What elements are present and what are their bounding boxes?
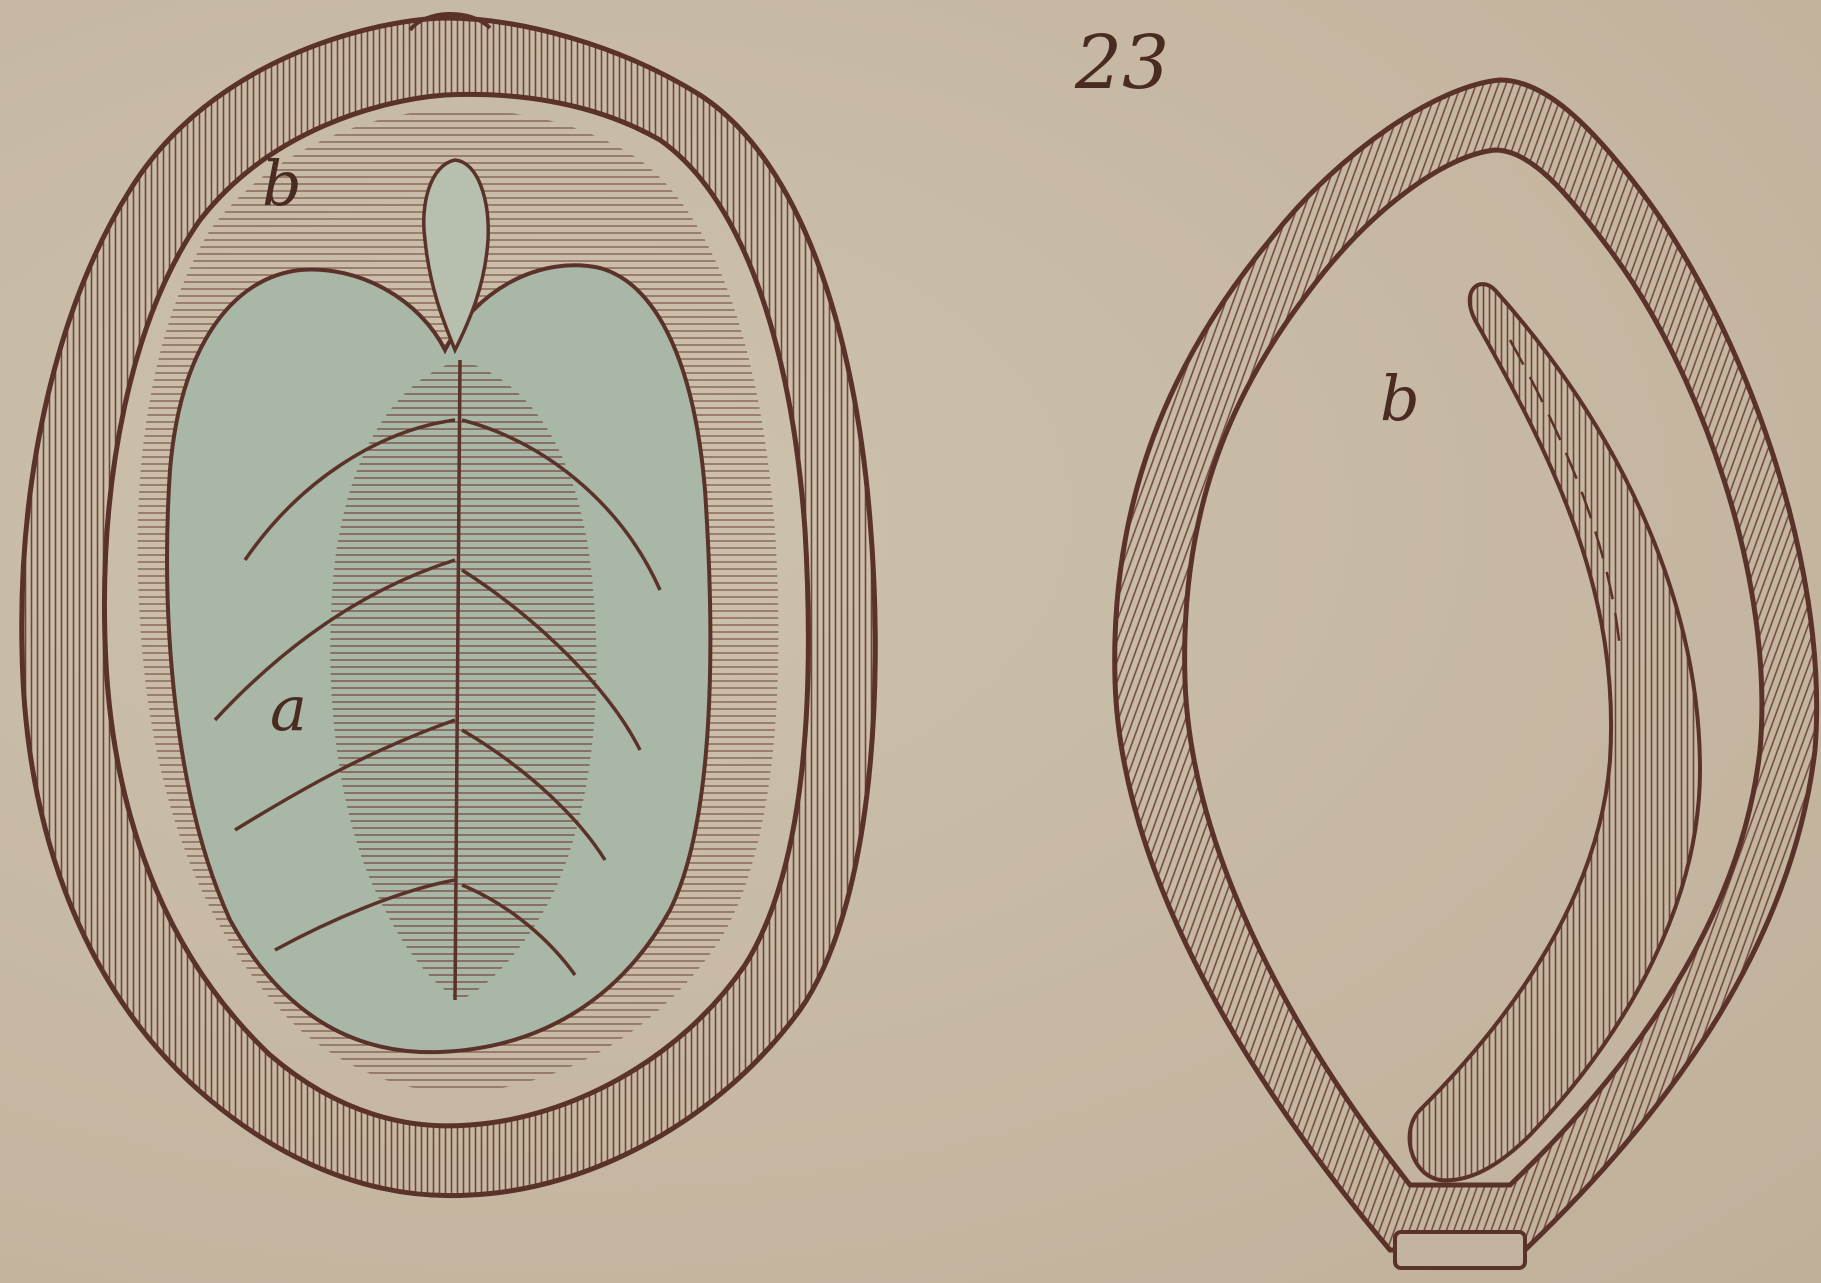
right-seed-base-ridge: [1395, 1232, 1525, 1268]
left-label-a: a: [270, 672, 307, 745]
right-label-b: b: [1380, 362, 1420, 435]
left-label-b: b: [262, 147, 302, 220]
right-seed-figure: b: [1115, 80, 1817, 1268]
left-seed-figure: b a: [22, 14, 876, 1196]
figure-number: 23: [1074, 20, 1169, 106]
